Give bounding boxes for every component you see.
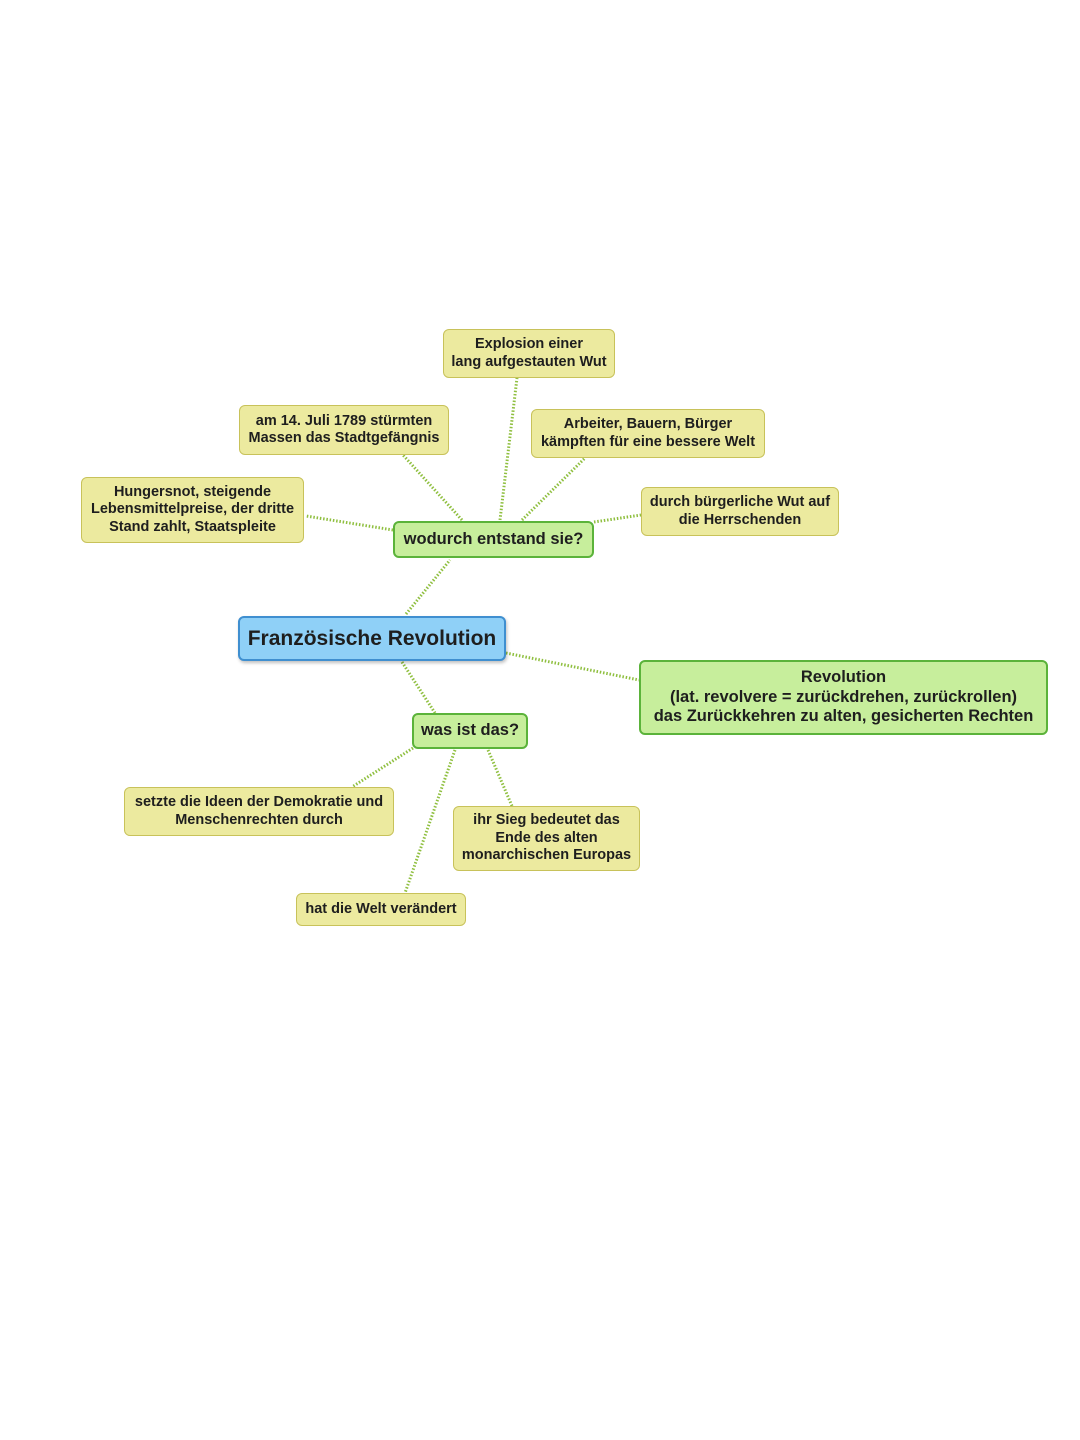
connector-what-to-ideas [351,746,414,789]
connector-central-to-definition [505,651,640,682]
connector-central-to-cause [404,559,452,615]
workers-farmers-citizens-node[interactable]: Arbeiter, Bauern, Bürger kämpften für ei… [531,409,765,458]
connector-cause-to-anger [593,513,642,524]
storming-of-prison-node[interactable]: am 14. Juli 1789 stürmten Massen das Sta… [239,405,449,455]
democracy-ideas-node[interactable]: setzte die Ideen der Demokratie und Mens… [124,787,394,836]
connector-cause-to-explosion [498,377,519,521]
connector-cause-to-july14 [401,453,464,522]
victory-meaning-node[interactable]: ihr Sieg bedeutet das Ende des alten mon… [453,806,640,871]
connector-what-to-world [403,749,457,894]
cause-question-node[interactable]: wodurch entstand sie? [393,521,594,558]
connector-central-to-what [400,661,437,714]
what-question-node[interactable]: was ist das? [412,713,528,749]
connector-what-to-victory [486,749,514,807]
connector-cause-to-hunger [305,514,394,532]
connector-cause-to-workers [520,456,587,522]
changed-the-world-node[interactable]: hat die Welt verändert [296,893,466,926]
famine-causes-node[interactable]: Hungersnot, steigende Lebensmittelpreise… [81,477,304,543]
revolution-definition-node[interactable]: Revolution (lat. revolvere = zurückdrehe… [639,660,1048,735]
explosion-of-anger-node[interactable]: Explosion einer lang aufgestauten Wut [443,329,615,378]
civic-anger-node[interactable]: durch bürgerliche Wut auf die Herrschend… [641,487,839,536]
central-topic-node[interactable]: Französische Revolution [238,616,506,661]
